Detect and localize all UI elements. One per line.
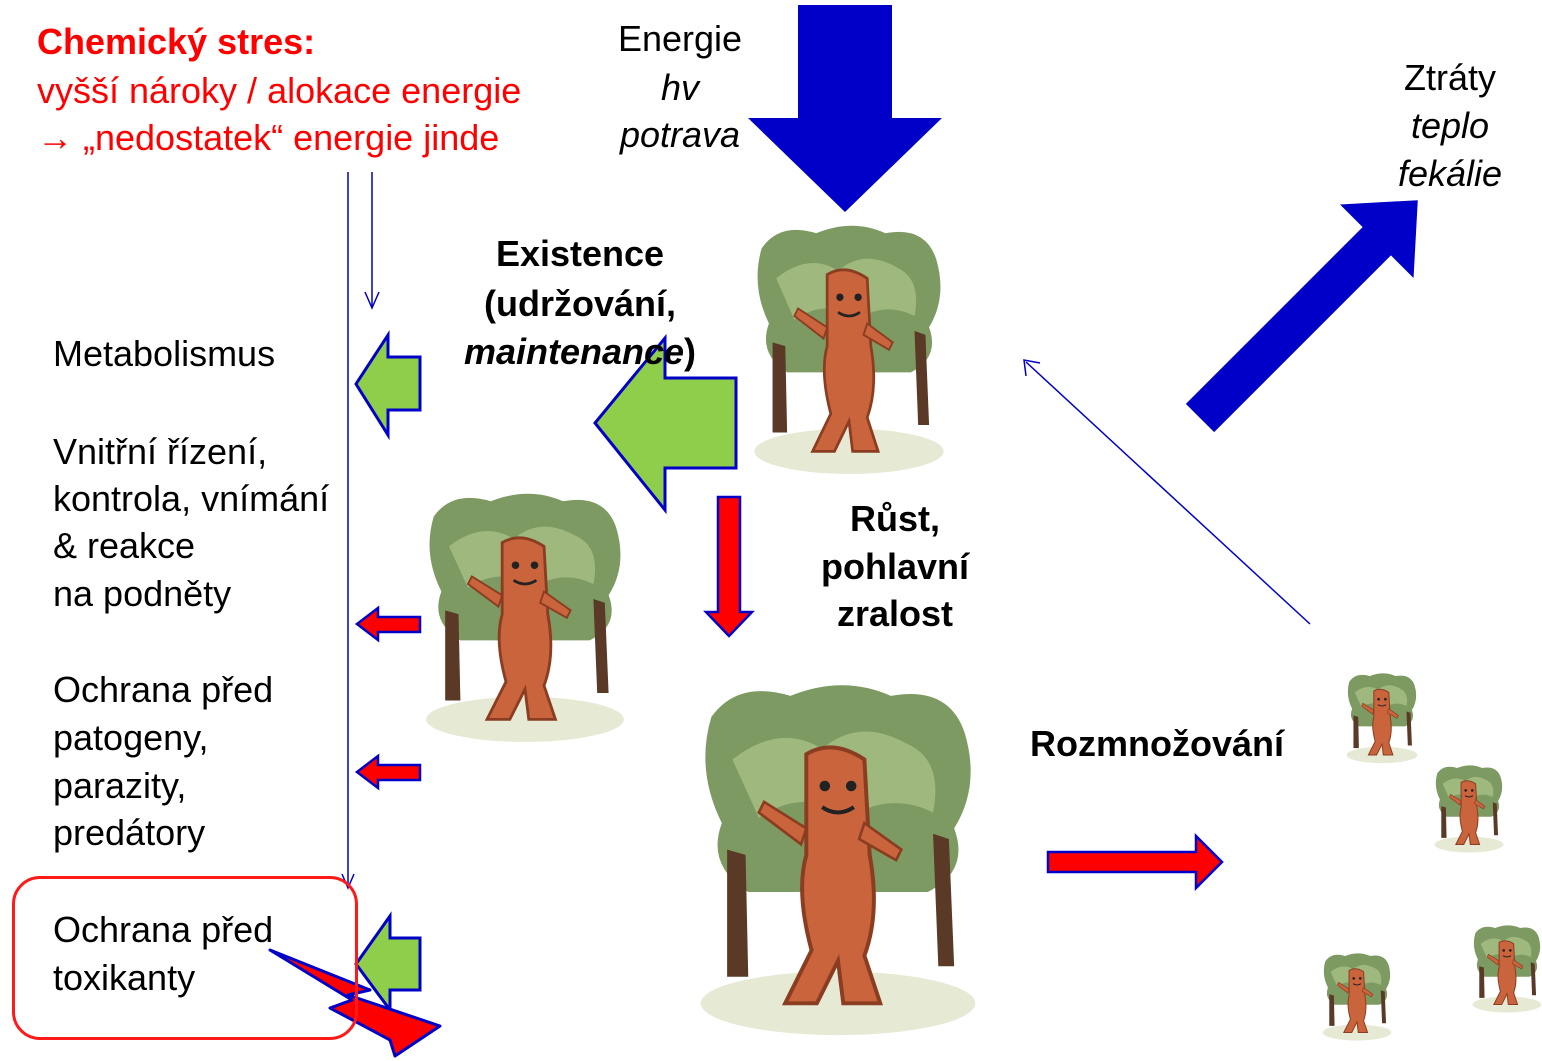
toxicants-line-2: toxikanty xyxy=(53,954,195,1002)
tree-creature-offspring-2 xyxy=(1435,764,1504,852)
stress-line-2: → „nedostatek“ energie jinde xyxy=(37,114,499,162)
stress-title: Chemický stres: xyxy=(37,18,315,66)
tree-creature-offspring-3 xyxy=(1323,952,1392,1040)
reproduction-arrow xyxy=(1048,836,1222,888)
losses-title: Ztráty xyxy=(1350,54,1542,102)
control-line-1: Vnitřní řízení, xyxy=(53,428,267,476)
tree-creature-offspring-4 xyxy=(1473,924,1542,1012)
toxicants-arrow xyxy=(356,916,420,1010)
control-line-4: na podněty xyxy=(53,570,231,618)
metabolism-label: Metabolismus xyxy=(53,330,275,378)
control-line-3: & reakce xyxy=(53,522,195,570)
control-line-2: kontrola, vnímání xyxy=(53,475,329,523)
growth-arrow xyxy=(706,497,752,636)
tree-creature-mature xyxy=(701,680,976,1035)
reproduction-label: Rozmnožování xyxy=(1030,720,1284,768)
toxicants-line-1: Ochrana před xyxy=(53,906,273,954)
feedback-arrow xyxy=(1026,362,1310,624)
energy-item-hv: hv xyxy=(580,64,780,112)
pathogens-line-2: patogeny, xyxy=(53,714,208,762)
control-arrow xyxy=(357,608,420,640)
tree-creature-juvenile xyxy=(426,490,624,742)
growth-line-3: zralost xyxy=(790,590,1000,638)
pathogens-line-3: parazity, xyxy=(53,762,186,810)
energy-item-food: potrava xyxy=(580,111,780,159)
pathogens-arrow xyxy=(357,756,420,788)
stress-line-1: vyšší nároky / alokace energie xyxy=(37,67,521,115)
existence-line-3: maintenance) xyxy=(440,328,720,376)
growth-line-1: Růst, xyxy=(790,495,1000,543)
tree-creature-offspring-1 xyxy=(1347,672,1418,763)
losses-arrow xyxy=(1163,163,1454,454)
pathogens-line-4: predátory xyxy=(53,809,205,857)
existence-line-2: (udržování, xyxy=(440,280,720,328)
losses-item-feces: fekálie xyxy=(1350,150,1542,198)
energy-title: Energie xyxy=(580,15,780,63)
metabolism-arrow xyxy=(356,335,420,435)
existence-line-1: Existence xyxy=(440,230,720,278)
growth-line-2: pohlavní xyxy=(790,543,1000,591)
tree-creature-adult xyxy=(754,222,943,474)
losses-item-heat: teplo xyxy=(1350,102,1542,150)
pathogens-line-1: Ochrana před xyxy=(53,666,273,714)
